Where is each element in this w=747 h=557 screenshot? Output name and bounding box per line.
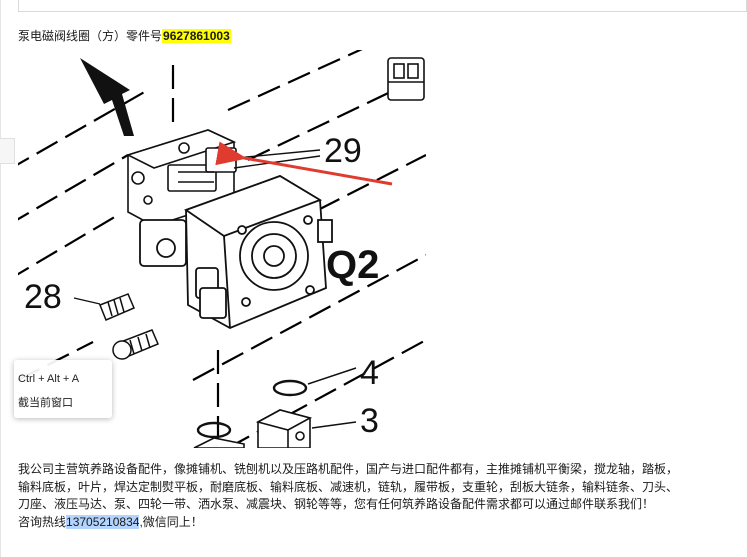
description-line-2: 输料底板，叶片，焊达定制熨平板，耐磨底板、输料底板、减速机，链轨，履带板，支重轮…	[18, 479, 679, 494]
callout-4: 4	[360, 354, 379, 392]
screenshot-shortcut-tooltip[interactable]: Ctrl + Alt + A 截当前窗口	[14, 360, 112, 418]
o-ring-4	[272, 379, 308, 397]
block-bottom	[193, 437, 245, 448]
parts-diagram: 29 Q2 28 4 3	[18, 50, 426, 448]
hotline-number[interactable]: 13705210834	[66, 514, 140, 529]
block-3	[255, 409, 313, 448]
callout-q2: Q2	[326, 243, 379, 287]
pointer-arrow-shape	[80, 58, 134, 136]
leader-28	[73, 297, 101, 305]
hotline-suffix: ,微信同上！	[139, 514, 203, 529]
left-edge-tab	[0, 138, 15, 164]
tooltip-capture-window[interactable]: 截当前窗口	[18, 397, 73, 409]
callout-3: 3	[360, 402, 379, 440]
hotline-line: 咨询热线13705210834,微信同上！	[18, 514, 678, 532]
tooltip-shortcut-keys: Ctrl + Alt + A	[18, 373, 80, 385]
hotline-prefix: 咨询热线	[18, 514, 67, 529]
leader-4	[307, 367, 357, 385]
callout-28: 28	[24, 278, 62, 316]
description-line-1: 我公司主营筑养路设备配件，像摊铺机、铣刨机以及压路机配件，国产与进口配件都有，主…	[18, 462, 679, 476]
leader-29-a	[235, 149, 321, 159]
fitting-28	[99, 293, 135, 321]
description-line-3: 刀座、液压马达、泵、四轮一带、洒水泵、减震块、钢轮等等，您有任何筑养路设备配件需…	[18, 497, 655, 511]
callout-29: 29	[324, 132, 362, 170]
left-border	[0, 0, 1, 557]
pump-body	[139, 175, 333, 329]
page-title: 泵电磁阀线圈（方）零件号9627861003	[18, 28, 231, 44]
company-description: 我公司主营筑养路设备配件，像摊铺机、铣刨机以及压路机配件，国产与进口配件都有，主…	[18, 461, 678, 531]
title-prefix: 泵电磁阀线圈（方）零件号	[18, 29, 163, 43]
side-unit	[387, 57, 425, 101]
o-ring-bottom	[196, 421, 232, 439]
leader-3	[311, 421, 357, 429]
part-number: 9627861003	[162, 29, 231, 43]
guide-lines	[18, 50, 426, 448]
leader-29-b	[233, 155, 321, 169]
highlight-arrow	[215, 141, 393, 186]
pump-diagram-svg: 29 Q2 28 4 3	[18, 50, 426, 448]
fitting-lower	[112, 329, 159, 360]
top-frame	[18, 0, 747, 12]
